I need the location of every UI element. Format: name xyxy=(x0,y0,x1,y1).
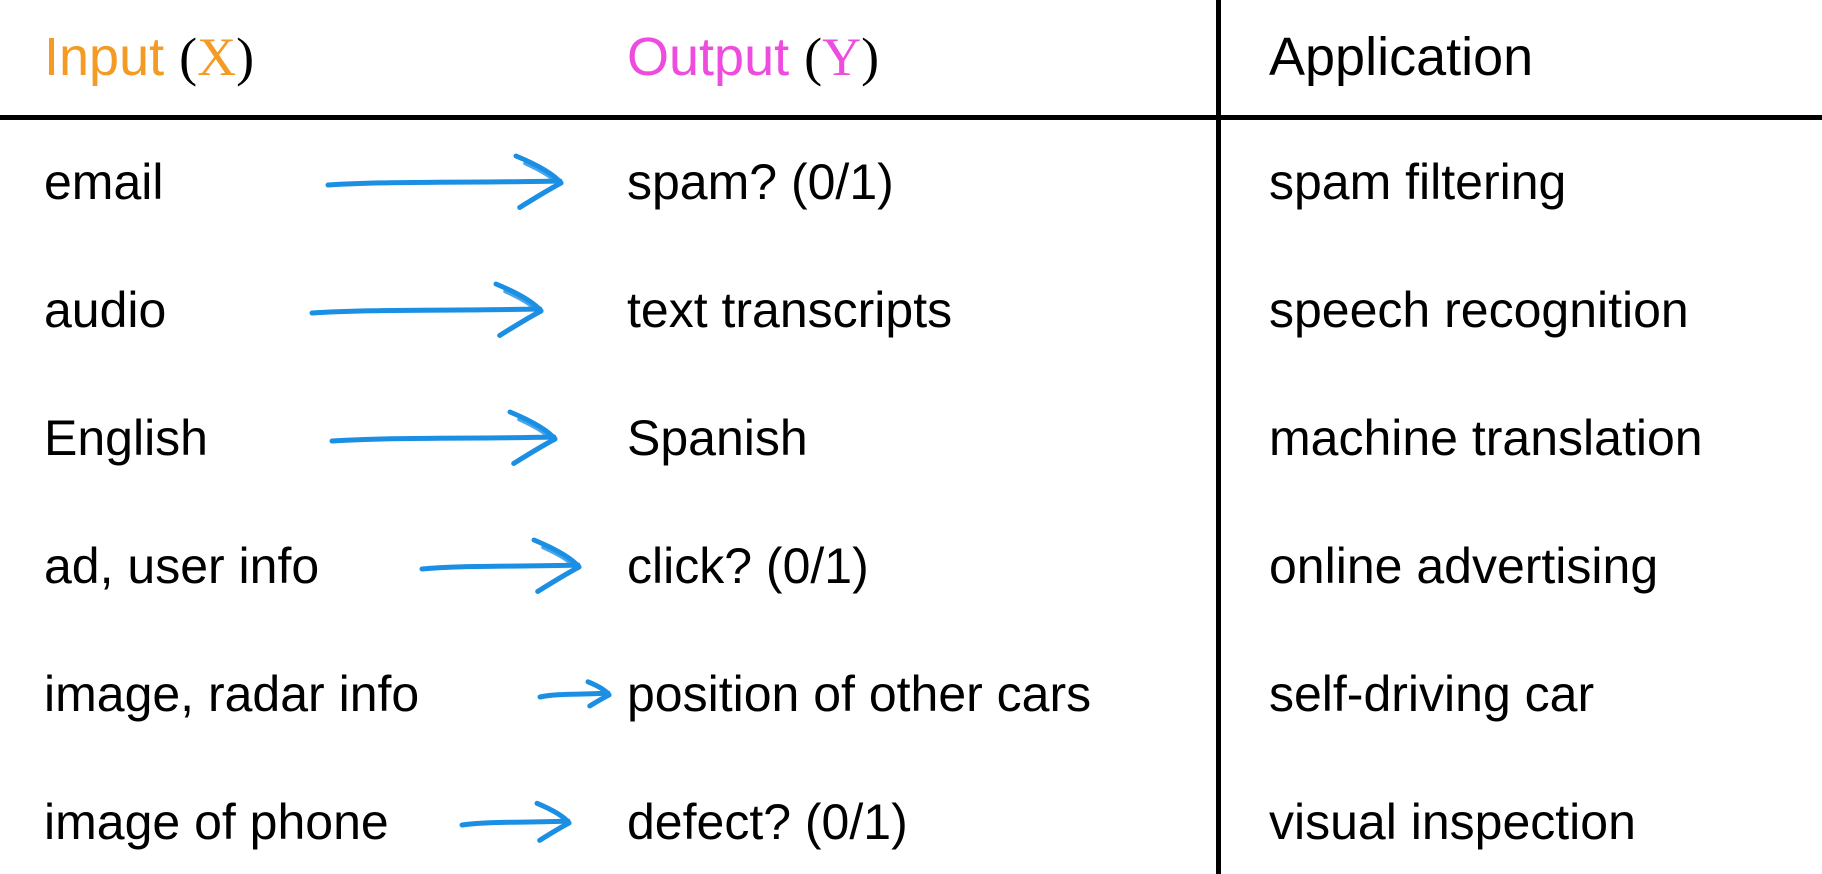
cell-input: email xyxy=(44,154,164,210)
cell-application: self-driving car xyxy=(1269,666,1595,722)
cell-output: click? (0/1) xyxy=(627,538,869,594)
cell-output: text transcripts xyxy=(627,282,953,338)
cell-input: audio xyxy=(44,282,167,338)
input-close-paren: ) xyxy=(236,27,255,87)
cell-application: visual inspection xyxy=(1269,794,1636,850)
output-symbol: Y xyxy=(822,27,862,87)
table-row: audio text transcripts speech recognition xyxy=(0,246,1822,374)
column-header-output: Output (Y) xyxy=(627,0,879,115)
column-header-input: Input (X) xyxy=(44,0,254,115)
table-row: English Spanish machine translation xyxy=(0,374,1822,502)
column-header-application-label: Application xyxy=(1269,27,1534,87)
arrow-icon xyxy=(309,246,544,374)
cell-input: image, radar info xyxy=(44,666,420,722)
column-header-application: Application xyxy=(1269,0,1533,115)
input-symbol: X xyxy=(197,27,237,87)
output-open-paren: ( xyxy=(804,27,823,87)
cell-input: ad, user info xyxy=(44,538,320,594)
output-close-paren: ) xyxy=(861,27,880,87)
arrow-icon xyxy=(329,374,558,502)
table-row: email spam? (0/1) spam filtering xyxy=(0,118,1822,246)
arrow-icon xyxy=(419,502,582,630)
cell-application: speech recognition xyxy=(1269,282,1689,338)
cell-application: machine translation xyxy=(1269,410,1703,466)
header-divider-line xyxy=(0,115,1822,120)
cell-output: defect? (0/1) xyxy=(627,794,908,850)
cell-output: position of other cars xyxy=(627,666,1092,722)
cell-output: Spanish xyxy=(627,410,808,466)
input-open-paren: ( xyxy=(179,27,198,87)
arrow-icon xyxy=(537,630,612,758)
cell-input: English xyxy=(44,410,208,466)
application-column-divider-line xyxy=(1216,0,1221,874)
cell-application: spam filtering xyxy=(1269,154,1567,210)
cell-input: image of phone xyxy=(44,794,389,850)
table-row: image of phone defect? (0/1) visual inspec… xyxy=(0,758,1822,874)
table-row: image, radar info position of other cars s… xyxy=(0,630,1822,758)
table-header-row: Input (X) Output (Y) Application xyxy=(0,0,1822,115)
column-header-input-word: Input xyxy=(44,27,165,87)
arrow-icon xyxy=(459,758,572,874)
cell-application: online advertising xyxy=(1269,538,1659,594)
arrow-icon xyxy=(325,118,564,246)
table-row: ad, user info click? (0/1) online advertis… xyxy=(0,502,1822,630)
cell-output: spam? (0/1) xyxy=(627,154,894,210)
column-header-output-word: Output xyxy=(627,27,790,87)
